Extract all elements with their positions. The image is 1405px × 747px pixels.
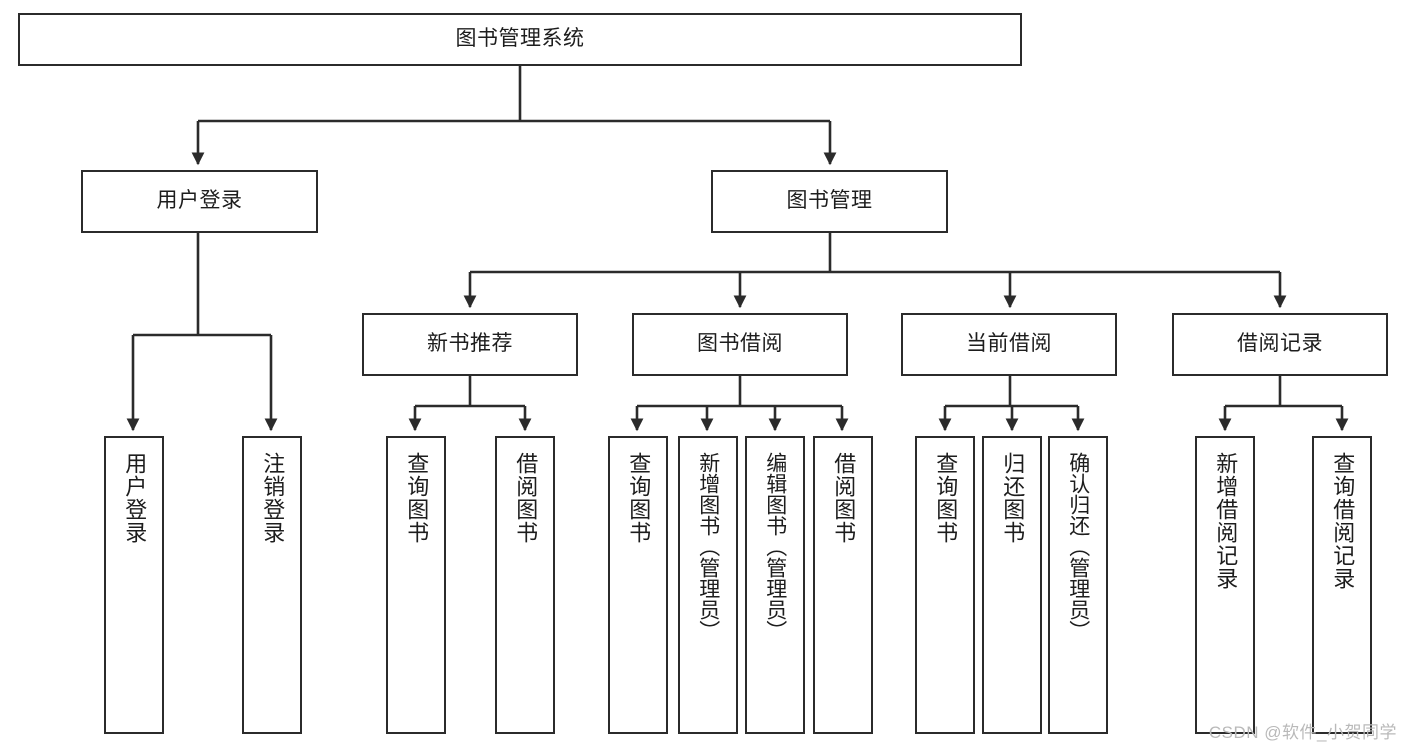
leaf-borrow-edit-book-admin[interactable]: 编辑图书（管理员） [745, 436, 805, 734]
leaf-current-query-book-label: 查询图书 [933, 452, 959, 544]
node-borrow-records[interactable]: 借阅记录 [1172, 313, 1388, 376]
node-user-login[interactable]: 用户登录 [81, 170, 318, 233]
leaf-borrow-add-book-admin[interactable]: 新增图书（管理员） [678, 436, 738, 734]
leaf-user-login-signin[interactable]: 用户登录 [104, 436, 164, 734]
leaf-records-add-record[interactable]: 新增借阅记录 [1195, 436, 1255, 734]
leaf-borrow-edit-book-admin-label: 编辑图书（管理员） [763, 452, 787, 641]
node-user-login-label: 用户登录 [156, 189, 243, 213]
leaf-current-query-book[interactable]: 查询图书 [915, 436, 975, 734]
leaf-current-return-book[interactable]: 归还图书 [982, 436, 1042, 734]
leaf-borrow-query-book[interactable]: 查询图书 [608, 436, 668, 734]
leaf-records-query-record-label: 查询借阅记录 [1330, 452, 1356, 590]
node-current-borrow-label: 当前借阅 [966, 332, 1052, 356]
leaf-new-books-query[interactable]: 查询图书 [386, 436, 446, 734]
leaf-new-books-borrow[interactable]: 借阅图书 [495, 436, 555, 734]
leaf-user-login-signout[interactable]: 注销登录 [242, 436, 302, 734]
node-new-book-recommend-label: 新书推荐 [427, 332, 513, 356]
node-book-borrow[interactable]: 图书借阅 [632, 313, 848, 376]
leaf-current-return-book-label: 归还图书 [1000, 452, 1026, 544]
node-book-borrow-label: 图书借阅 [697, 332, 783, 356]
node-current-borrow[interactable]: 当前借阅 [901, 313, 1117, 376]
node-root-label: 图书管理系统 [455, 27, 585, 51]
leaf-current-confirm-return-admin-label: 确认归还（管理员） [1066, 452, 1090, 641]
leaf-new-books-borrow-label: 借阅图书 [513, 452, 539, 544]
leaf-records-add-record-label: 新增借阅记录 [1213, 452, 1239, 590]
leaf-user-login-signin-label: 用户登录 [122, 452, 148, 544]
leaf-borrow-borrow-book[interactable]: 借阅图书 [813, 436, 873, 734]
node-root[interactable]: 图书管理系统 [18, 13, 1022, 66]
leaf-current-confirm-return-admin[interactable]: 确认归还（管理员） [1048, 436, 1108, 734]
leaf-borrow-add-book-admin-label: 新增图书（管理员） [696, 452, 720, 641]
node-book-management[interactable]: 图书管理 [711, 170, 948, 233]
leaf-user-login-signout-label: 注销登录 [260, 452, 286, 544]
watermark-text: CSDN @软件_小贺同学 [1208, 723, 1397, 742]
leaf-records-query-record[interactable]: 查询借阅记录 [1312, 436, 1372, 734]
leaf-new-books-query-label: 查询图书 [404, 452, 430, 544]
node-book-management-label: 图书管理 [786, 189, 873, 213]
node-borrow-records-label: 借阅记录 [1237, 332, 1323, 356]
leaf-borrow-borrow-book-label: 借阅图书 [831, 452, 857, 544]
leaf-borrow-query-book-label: 查询图书 [626, 452, 652, 544]
node-new-book-recommend[interactable]: 新书推荐 [362, 313, 578, 376]
